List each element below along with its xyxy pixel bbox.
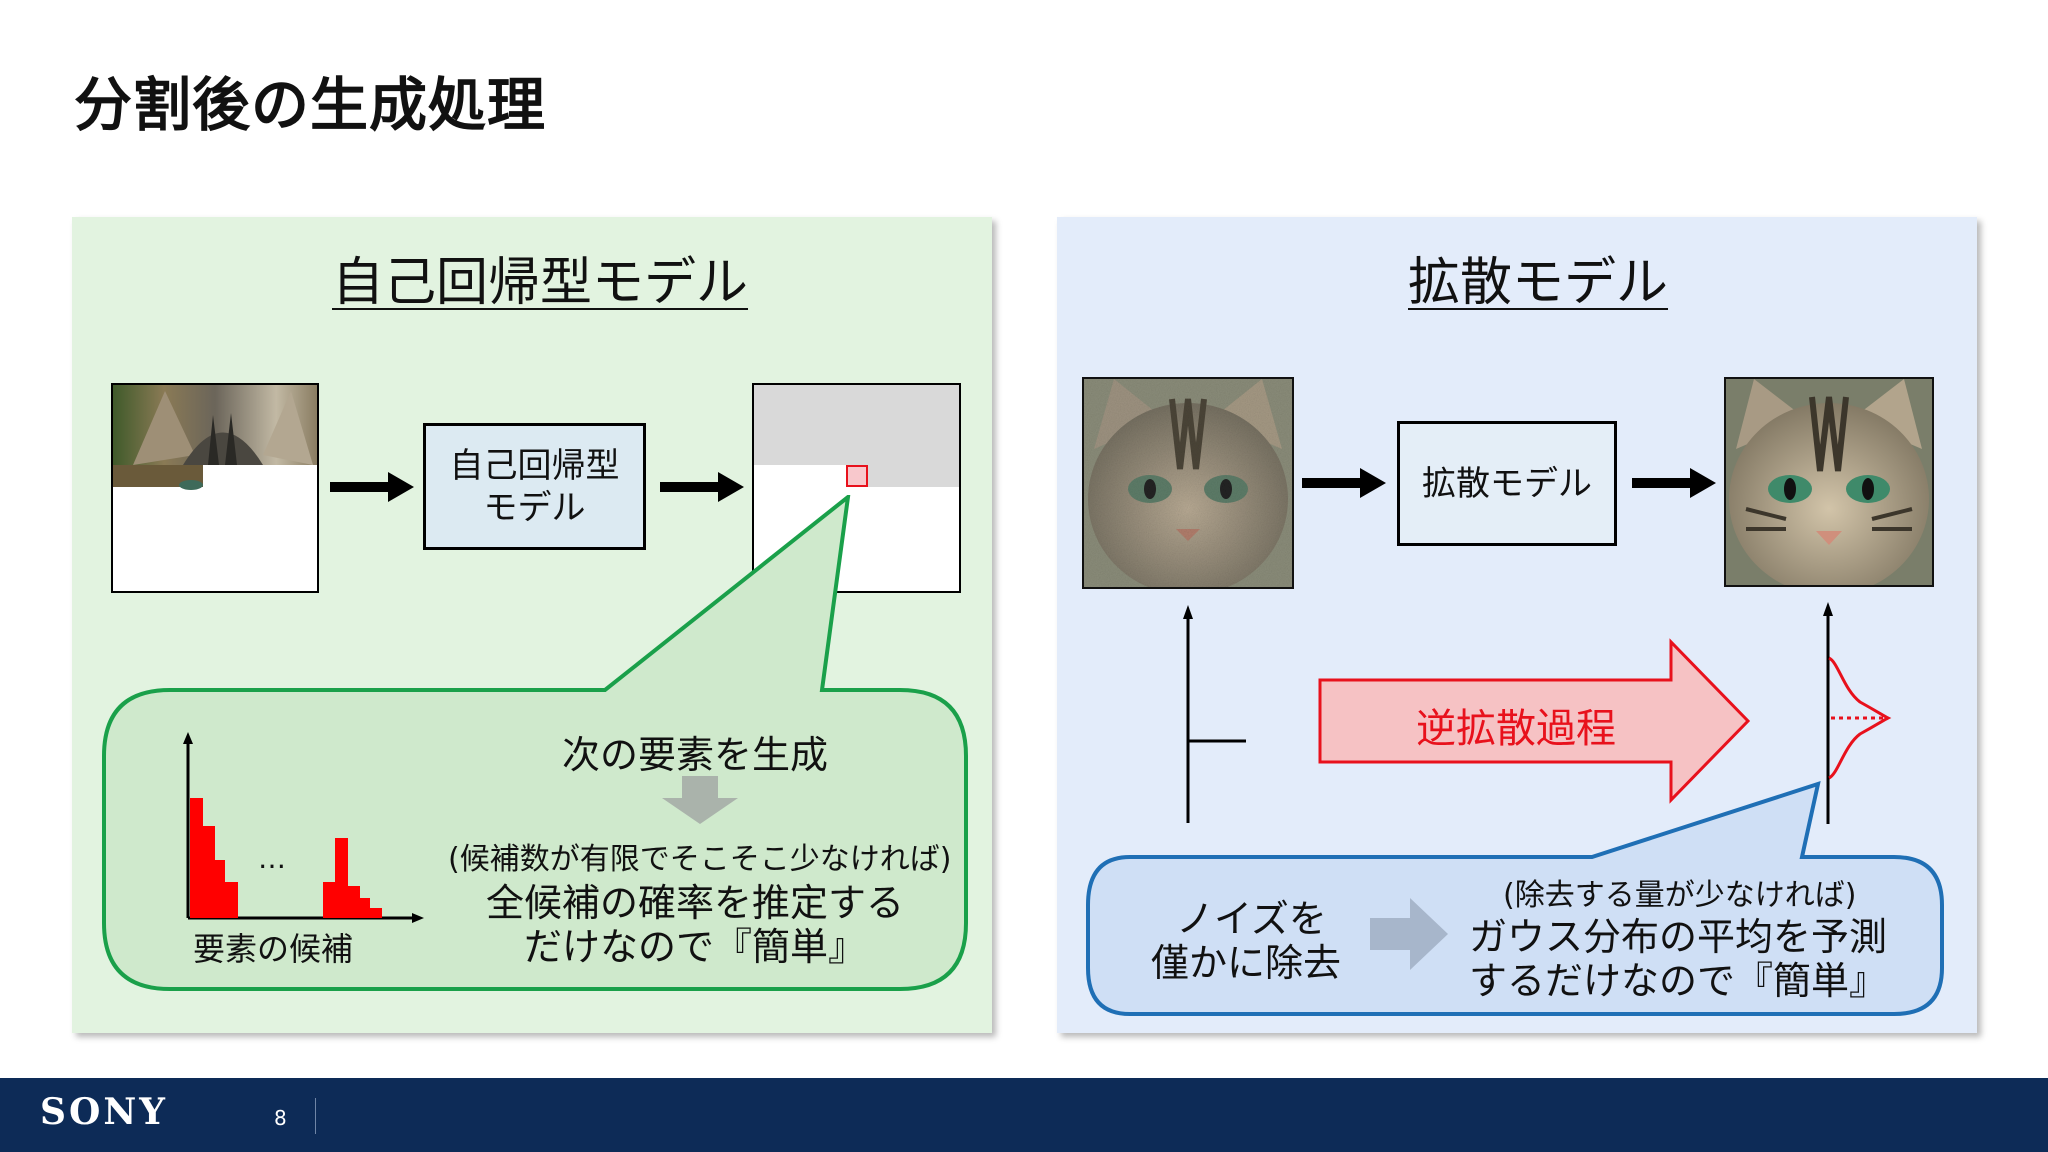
histogram-bar	[360, 898, 370, 918]
noisy-cat-image	[1082, 377, 1294, 589]
histogram-bar	[370, 908, 382, 918]
denoised-cat-image	[1724, 377, 1934, 587]
right-arrow-icon	[1302, 468, 1386, 498]
diffusion-callout-condition: (除去する量が少なければ)	[1503, 878, 1857, 913]
callout-left-line2: 僅かに除去	[1151, 941, 1342, 985]
green-speech-bubble	[102, 495, 968, 991]
diffusion-heading: 拡散モデル	[1408, 253, 1669, 313]
partial-input-image	[111, 383, 319, 593]
right-arrow-icon	[330, 472, 414, 502]
reverse-process-label: 逆拡散過程	[1416, 706, 1616, 752]
model-label-line2: モデル	[483, 487, 586, 528]
histogram-bar	[215, 860, 225, 918]
histogram-bar	[348, 886, 360, 918]
brand-logo: SONY	[40, 1091, 168, 1133]
cat-image-icon	[1084, 379, 1292, 587]
footer-divider	[315, 1098, 316, 1134]
diffusion-model-box: 拡散モデル	[1397, 421, 1617, 546]
cat-partial-icon	[113, 385, 317, 490]
callout-line2: だけなので『簡単』	[524, 925, 867, 969]
histogram-bar	[225, 882, 238, 918]
blue-speech-bubble	[1086, 781, 1944, 1016]
gaussian-curve-icon	[1823, 602, 1892, 824]
reverse-diffusion-arrow	[1318, 638, 1751, 804]
callout-left-line1: ノイズを	[1176, 897, 1327, 941]
diffusion-callout-line2: するだけなので『簡単』	[1469, 959, 1888, 1003]
callout-line1: 全候補の確率を推定する	[486, 881, 905, 925]
generated-region	[846, 465, 959, 487]
autoregressive-model-box: 自己回帰型 モデル	[423, 423, 646, 550]
callout-title: 次の要素を生成	[562, 733, 829, 777]
histogram-ellipsis: …	[258, 842, 286, 875]
histogram-bar	[190, 798, 203, 918]
histogram-bar	[323, 882, 335, 918]
right-arrow-icon	[1632, 468, 1716, 498]
right-arrow-icon	[660, 472, 744, 502]
histogram-bar	[335, 838, 348, 918]
right-arrow-icon	[1370, 898, 1448, 970]
slide-title: 分割後の生成処理	[74, 71, 547, 139]
autoregressive-heading: 自己回帰型モデル	[332, 253, 749, 313]
histogram-xlabel: 要素の候補	[193, 930, 354, 968]
diffusion-model-label: 拡散モデル	[1422, 463, 1592, 504]
histogram-bar	[203, 826, 215, 918]
next-element-marker	[846, 465, 868, 487]
model-label-line1: 自己回帰型	[449, 445, 620, 486]
callout-condition: (候補数が有限でそこそこ少なければ)	[448, 842, 952, 877]
noise-level-axis	[1183, 605, 1246, 823]
down-arrow-icon	[662, 776, 738, 824]
diffusion-callout-line1: ガウス分布の平均を予測	[1469, 915, 1888, 959]
page-number: 8	[274, 1106, 287, 1130]
histogram-chart	[183, 732, 424, 923]
footer-bar	[0, 1078, 2048, 1152]
generated-region	[754, 385, 959, 465]
cat-image-icon	[1726, 379, 1932, 585]
